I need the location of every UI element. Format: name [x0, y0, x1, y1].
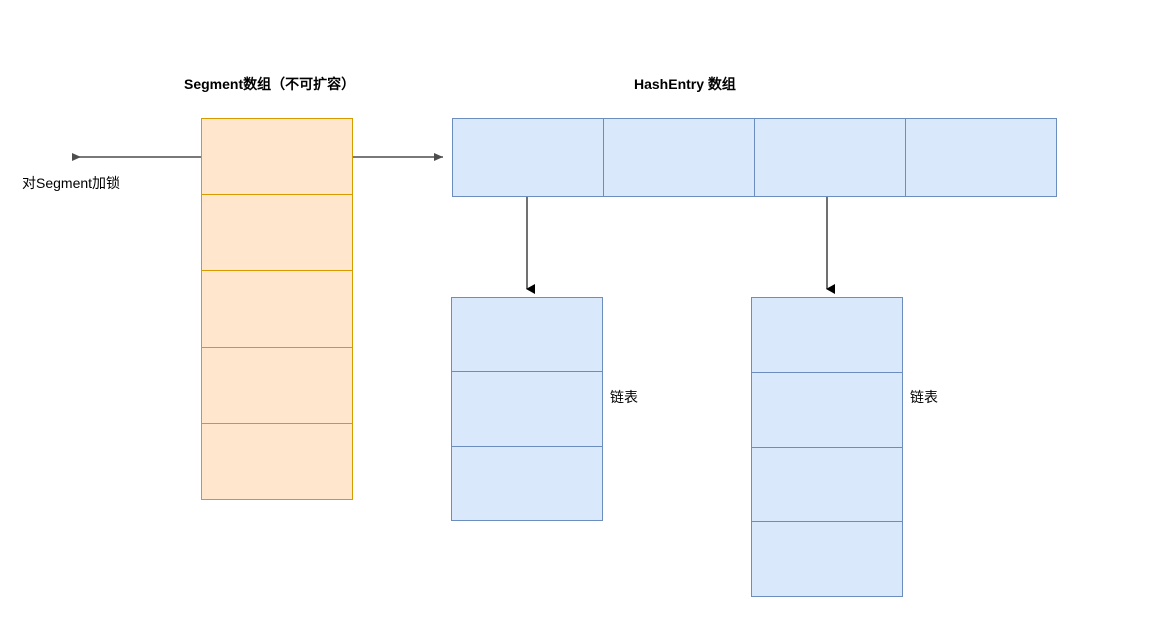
linked-list-node[interactable]: [452, 372, 602, 447]
linked-list-node[interactable]: [752, 372, 902, 448]
hashentry-array-title: HashEntry 数组: [634, 76, 736, 92]
arrow-segment-to-hashentry-icon: [353, 153, 443, 161]
segment-cell[interactable]: [202, 119, 352, 196]
linked-list-2-label: 链表: [910, 389, 938, 405]
linked-list-node[interactable]: [752, 298, 902, 373]
arrow-entry1-to-list1-icon: [526, 197, 535, 294]
segment-cell[interactable]: [202, 347, 352, 424]
hashentry-cell[interactable]: [453, 119, 604, 196]
linked-list-2[interactable]: [751, 297, 903, 597]
linked-list-1-label: 链表: [610, 389, 638, 405]
linked-list-node[interactable]: [452, 298, 602, 373]
arrow-entry3-to-list2-icon: [826, 197, 835, 294]
segment-array-title: Segment数组（不可扩容）: [184, 76, 356, 92]
segment-cell[interactable]: [202, 195, 352, 272]
segment-array[interactable]: [201, 118, 353, 500]
linked-list-node[interactable]: [452, 446, 602, 520]
lock-on-segment-label: 对Segment加锁: [22, 175, 121, 191]
hashentry-cell[interactable]: [755, 119, 906, 196]
hashentry-cell[interactable]: [604, 119, 755, 196]
linked-list-1[interactable]: [451, 297, 603, 521]
hashentry-cell[interactable]: [906, 119, 1056, 196]
arrow-lock-left-icon: [72, 153, 202, 161]
segment-cell[interactable]: [202, 423, 352, 500]
segment-cell[interactable]: [202, 271, 352, 348]
linked-list-node[interactable]: [752, 447, 902, 523]
linked-list-node[interactable]: [752, 522, 902, 596]
hashentry-array[interactable]: [452, 118, 1057, 197]
